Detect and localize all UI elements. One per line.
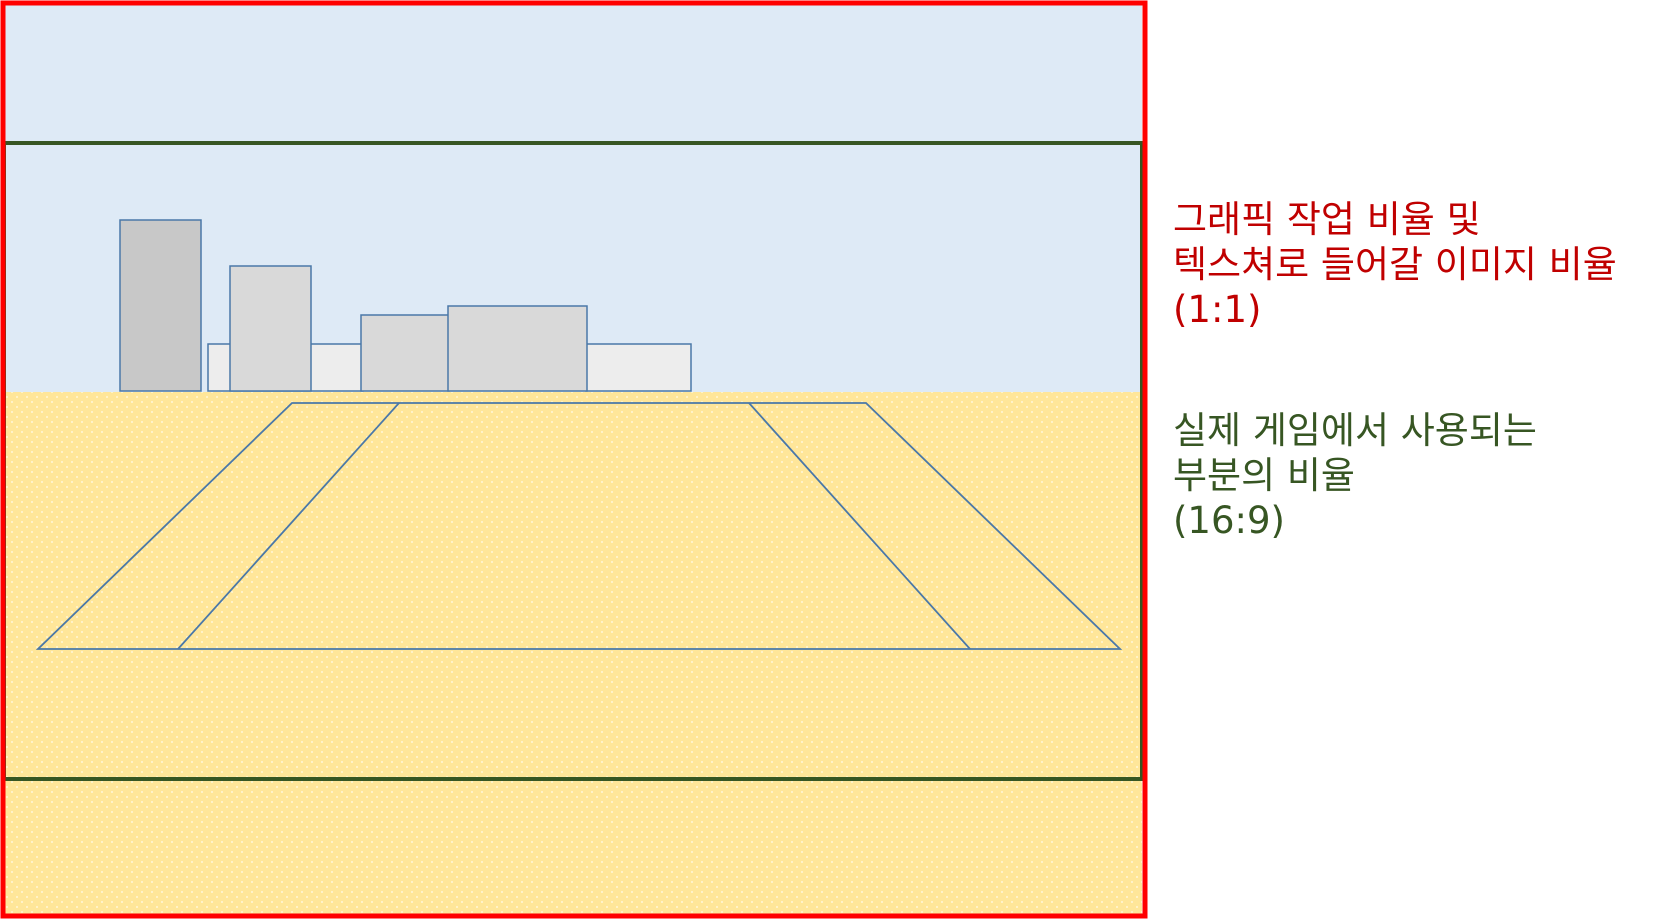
ground-texture: [4, 392, 1142, 916]
game-ratio-annotation: 실제 게임에서 사용되는 부분의 비율 (16:9): [1173, 408, 1537, 543]
building-low-right: [585, 343, 692, 392]
game-ratio-line2: 부분의 비율: [1173, 454, 1355, 497]
game-scene-illustration: [0, 0, 1148, 919]
square-ratio-line1: 그래픽 작업 비율 및: [1173, 198, 1481, 241]
game-ratio-value: (16:9): [1173, 499, 1285, 542]
game-ratio-line1: 실제 게임에서 사용되는: [1173, 409, 1537, 452]
building-tall: [119, 219, 202, 392]
building-mid: [229, 265, 312, 392]
road-lane-left: [177, 402, 400, 650]
road-lane-right: [748, 402, 971, 650]
building-wide: [447, 305, 588, 392]
square-ratio-value: (1:1): [1173, 288, 1262, 331]
frame-1-1: [0, 0, 1148, 919]
square-ratio-line2: 텍스쳐로 들어갈 이미지 비율: [1173, 243, 1617, 286]
building-small: [360, 314, 450, 392]
road-outline: [35, 402, 1123, 650]
square-ratio-annotation: 그래픽 작업 비율 및 텍스쳐로 들어갈 이미지 비율 (1:1): [1173, 197, 1617, 332]
